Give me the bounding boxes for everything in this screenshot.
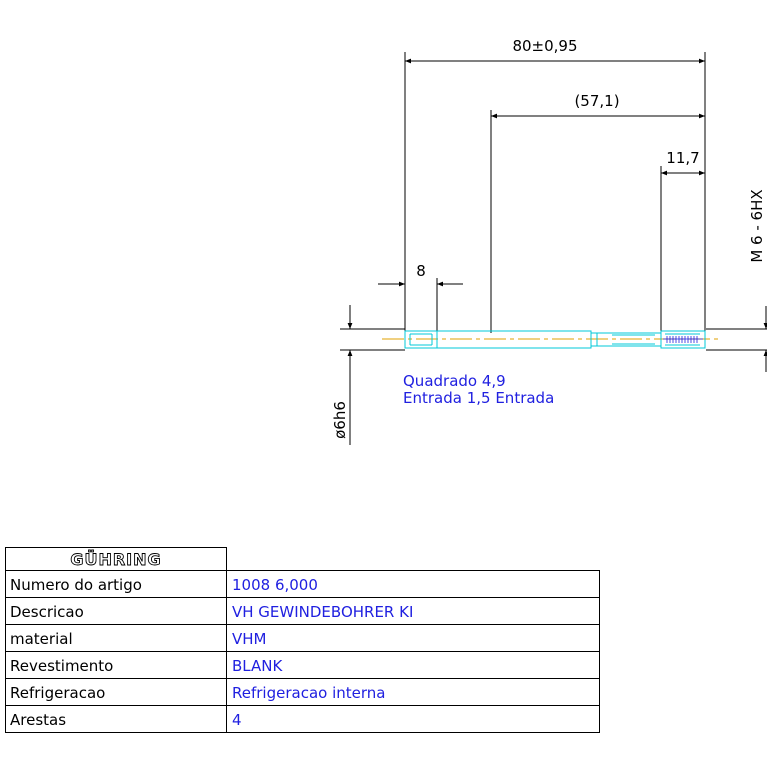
note-square: Quadrado 4,9 [403, 372, 506, 390]
dimension-thread-spec [706, 306, 767, 372]
row-value-material: VHM [232, 630, 266, 648]
overall-length-label: 80±0,95 [512, 37, 577, 55]
note-entry: Entrada 1,5 Entrada [403, 389, 554, 407]
shank-length-label: (57,1) [574, 92, 619, 110]
row-label-flutes: Arestas [10, 711, 66, 729]
dimension-shank-diameter [340, 305, 405, 445]
title-block [5, 547, 600, 733]
square-length-label: 8 [416, 262, 426, 280]
row-label-material: material [10, 630, 73, 648]
dimension-shank-length [490, 110, 705, 333]
dimension-thread-length [660, 166, 705, 333]
shank-diameter-label: ø6h6 [331, 401, 349, 439]
guhring-logo: GÜHRING [70, 550, 161, 569]
row-label-coating: Revestimento [10, 657, 113, 675]
dimension-overall-length [404, 52, 706, 333]
row-value-coating: BLANK [232, 657, 283, 675]
shank-outline [404, 330, 706, 349]
row-label-cooling: Refrigeracao [10, 684, 105, 702]
row-value-description: VH GEWINDEBOHRER KI [232, 603, 413, 621]
row-value-article-number: 1008 6,000 [232, 576, 318, 594]
thread-spec-label: M 6 - 6HX [748, 189, 766, 262]
row-label-description: Descricao [10, 603, 84, 621]
tap-tool-body [382, 330, 720, 349]
thread-hatching [663, 336, 703, 343]
row-value-flutes: 4 [232, 711, 242, 729]
row-label-article-number: Numero do artigo [10, 576, 142, 594]
thread-length-label: 11,7 [666, 149, 699, 167]
dimension-square-length [378, 278, 463, 333]
row-value-cooling: Refrigeracao interna [232, 684, 385, 702]
